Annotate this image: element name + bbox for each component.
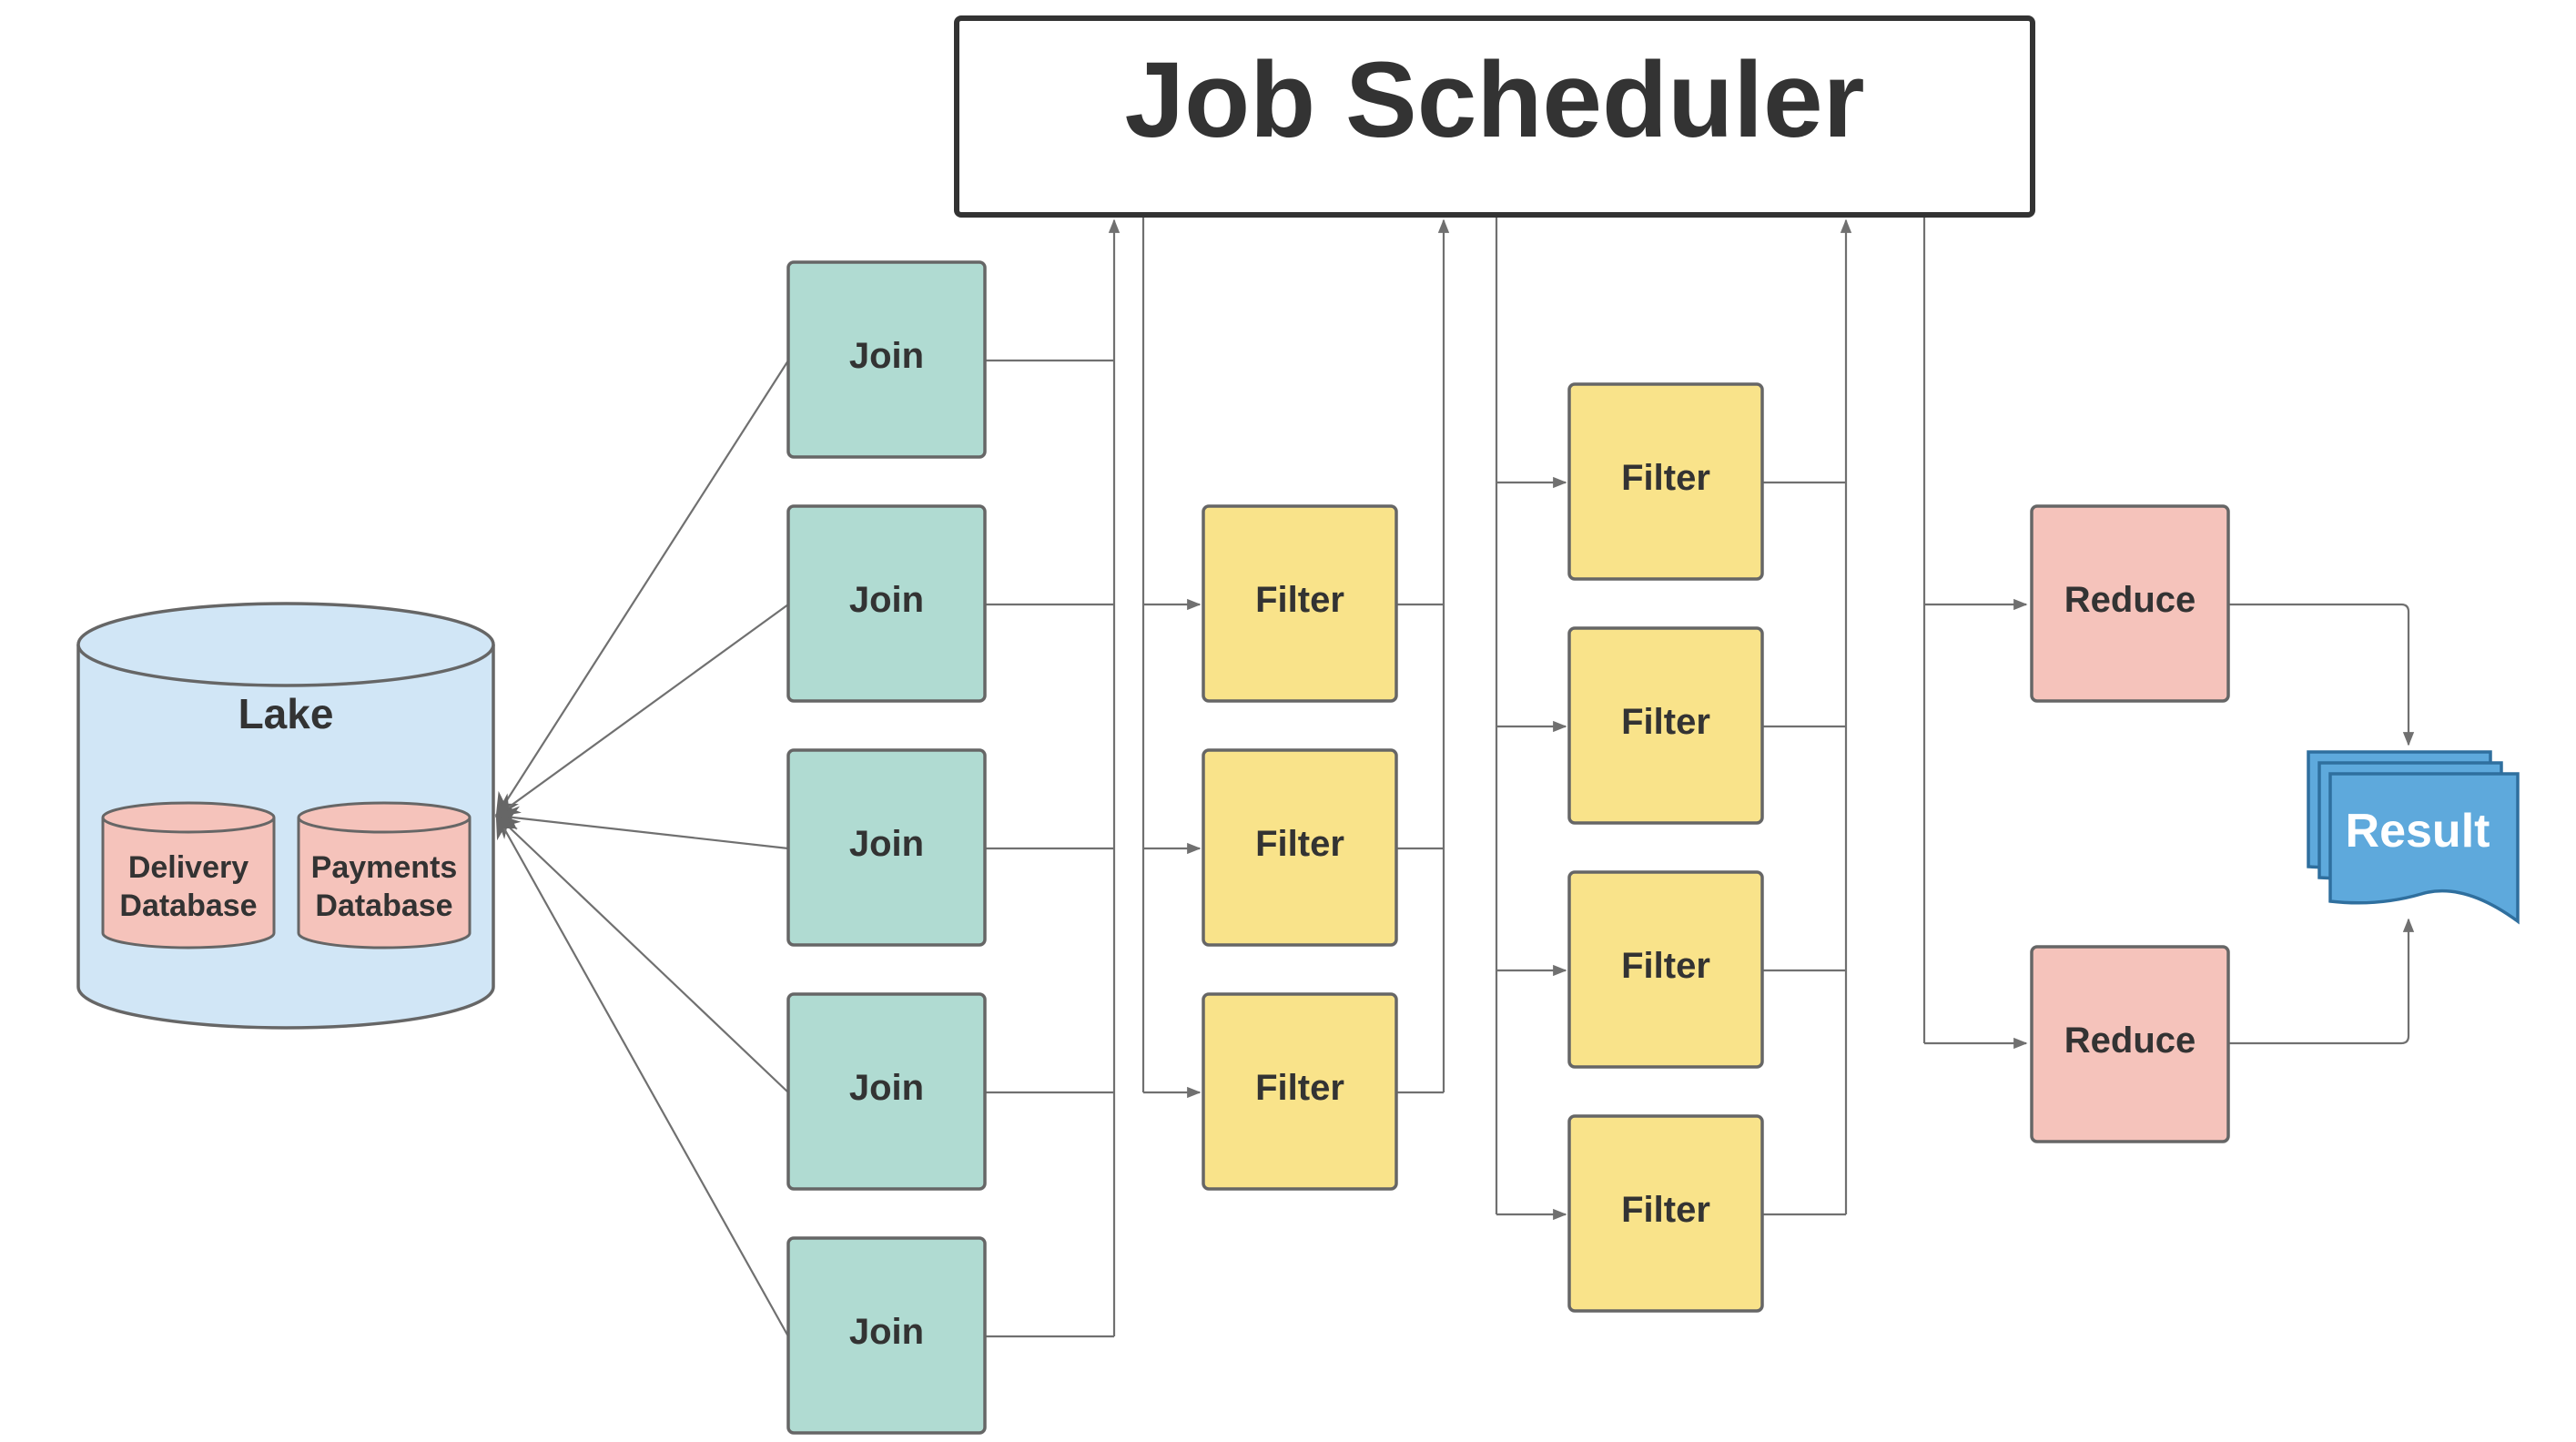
edge-join3-to-lake bbox=[494, 806, 789, 850]
join-label: Join bbox=[849, 580, 924, 620]
payments-database-line1: Payments bbox=[311, 850, 458, 885]
reduce-column: Reduce Reduce bbox=[2030, 504, 2230, 1143]
edge-join2-to-lake bbox=[494, 604, 789, 817]
delivery-database-line1: Delivery bbox=[128, 850, 248, 885]
filter-node: Filter bbox=[1202, 504, 1398, 703]
lake-label: Lake bbox=[238, 690, 334, 737]
filter-label: Filter bbox=[1621, 946, 1710, 986]
join-node: Join bbox=[786, 504, 987, 703]
join-node: Join bbox=[786, 1236, 987, 1435]
job-scheduler: Job Scheduler bbox=[954, 15, 2035, 218]
filter-label: Filter bbox=[1255, 824, 1344, 864]
result-label: Result bbox=[2346, 805, 2490, 858]
filter-node: Filter bbox=[1567, 626, 1764, 825]
join-label: Join bbox=[849, 824, 924, 864]
filter-label: Filter bbox=[1621, 702, 1710, 742]
join-node: Join bbox=[786, 748, 987, 947]
filter-label: Filter bbox=[1621, 458, 1710, 498]
join-label: Join bbox=[849, 1312, 924, 1352]
reduce-node: Reduce bbox=[2030, 945, 2230, 1143]
scheduler-title: Job Scheduler bbox=[1124, 40, 1864, 160]
delivery-database: Delivery Database bbox=[101, 801, 276, 949]
reduce-label: Reduce bbox=[2064, 580, 2196, 620]
edge-join5-to-lake bbox=[495, 813, 789, 1337]
filter-node: Filter bbox=[1202, 992, 1398, 1191]
result-documents: Result bbox=[2307, 750, 2520, 925]
join-label: Join bbox=[849, 1068, 924, 1108]
filter-column-2: Filter Filter Filter Filter bbox=[1567, 382, 1764, 1313]
reduce-node: Reduce bbox=[2030, 504, 2230, 703]
edge-join1-to-lake bbox=[495, 360, 789, 818]
join-node: Join bbox=[786, 260, 987, 459]
filter-node: Filter bbox=[1202, 748, 1398, 947]
filter-node: Filter bbox=[1567, 870, 1764, 1069]
filter-label: Filter bbox=[1255, 1068, 1344, 1108]
delivery-database-line2: Database bbox=[119, 889, 257, 923]
connectors bbox=[494, 215, 2415, 1338]
filter-node: Filter bbox=[1567, 382, 1764, 581]
join-label: Join bbox=[849, 336, 924, 376]
result-page-front bbox=[2328, 772, 2520, 925]
edge-reduce1-to-result bbox=[2228, 603, 2415, 746]
join-node: Join bbox=[786, 992, 987, 1191]
join-column: Join Join Join Join Join bbox=[786, 260, 987, 1435]
filter-label: Filter bbox=[1255, 580, 1344, 620]
filter-node: Filter bbox=[1567, 1114, 1764, 1313]
payments-database-line2: Database bbox=[315, 889, 452, 923]
reduce-label: Reduce bbox=[2064, 1021, 2196, 1061]
filter-column-1: Filter Filter Filter bbox=[1202, 504, 1398, 1191]
payments-database: Payments Database bbox=[297, 801, 472, 949]
edge-reduce2-to-result bbox=[2228, 918, 2415, 1045]
lake-cylinder: Lake Delivery Database Payments Database bbox=[76, 602, 495, 1030]
filter-label: Filter bbox=[1621, 1190, 1710, 1230]
edge-join4-to-lake bbox=[495, 814, 789, 1093]
